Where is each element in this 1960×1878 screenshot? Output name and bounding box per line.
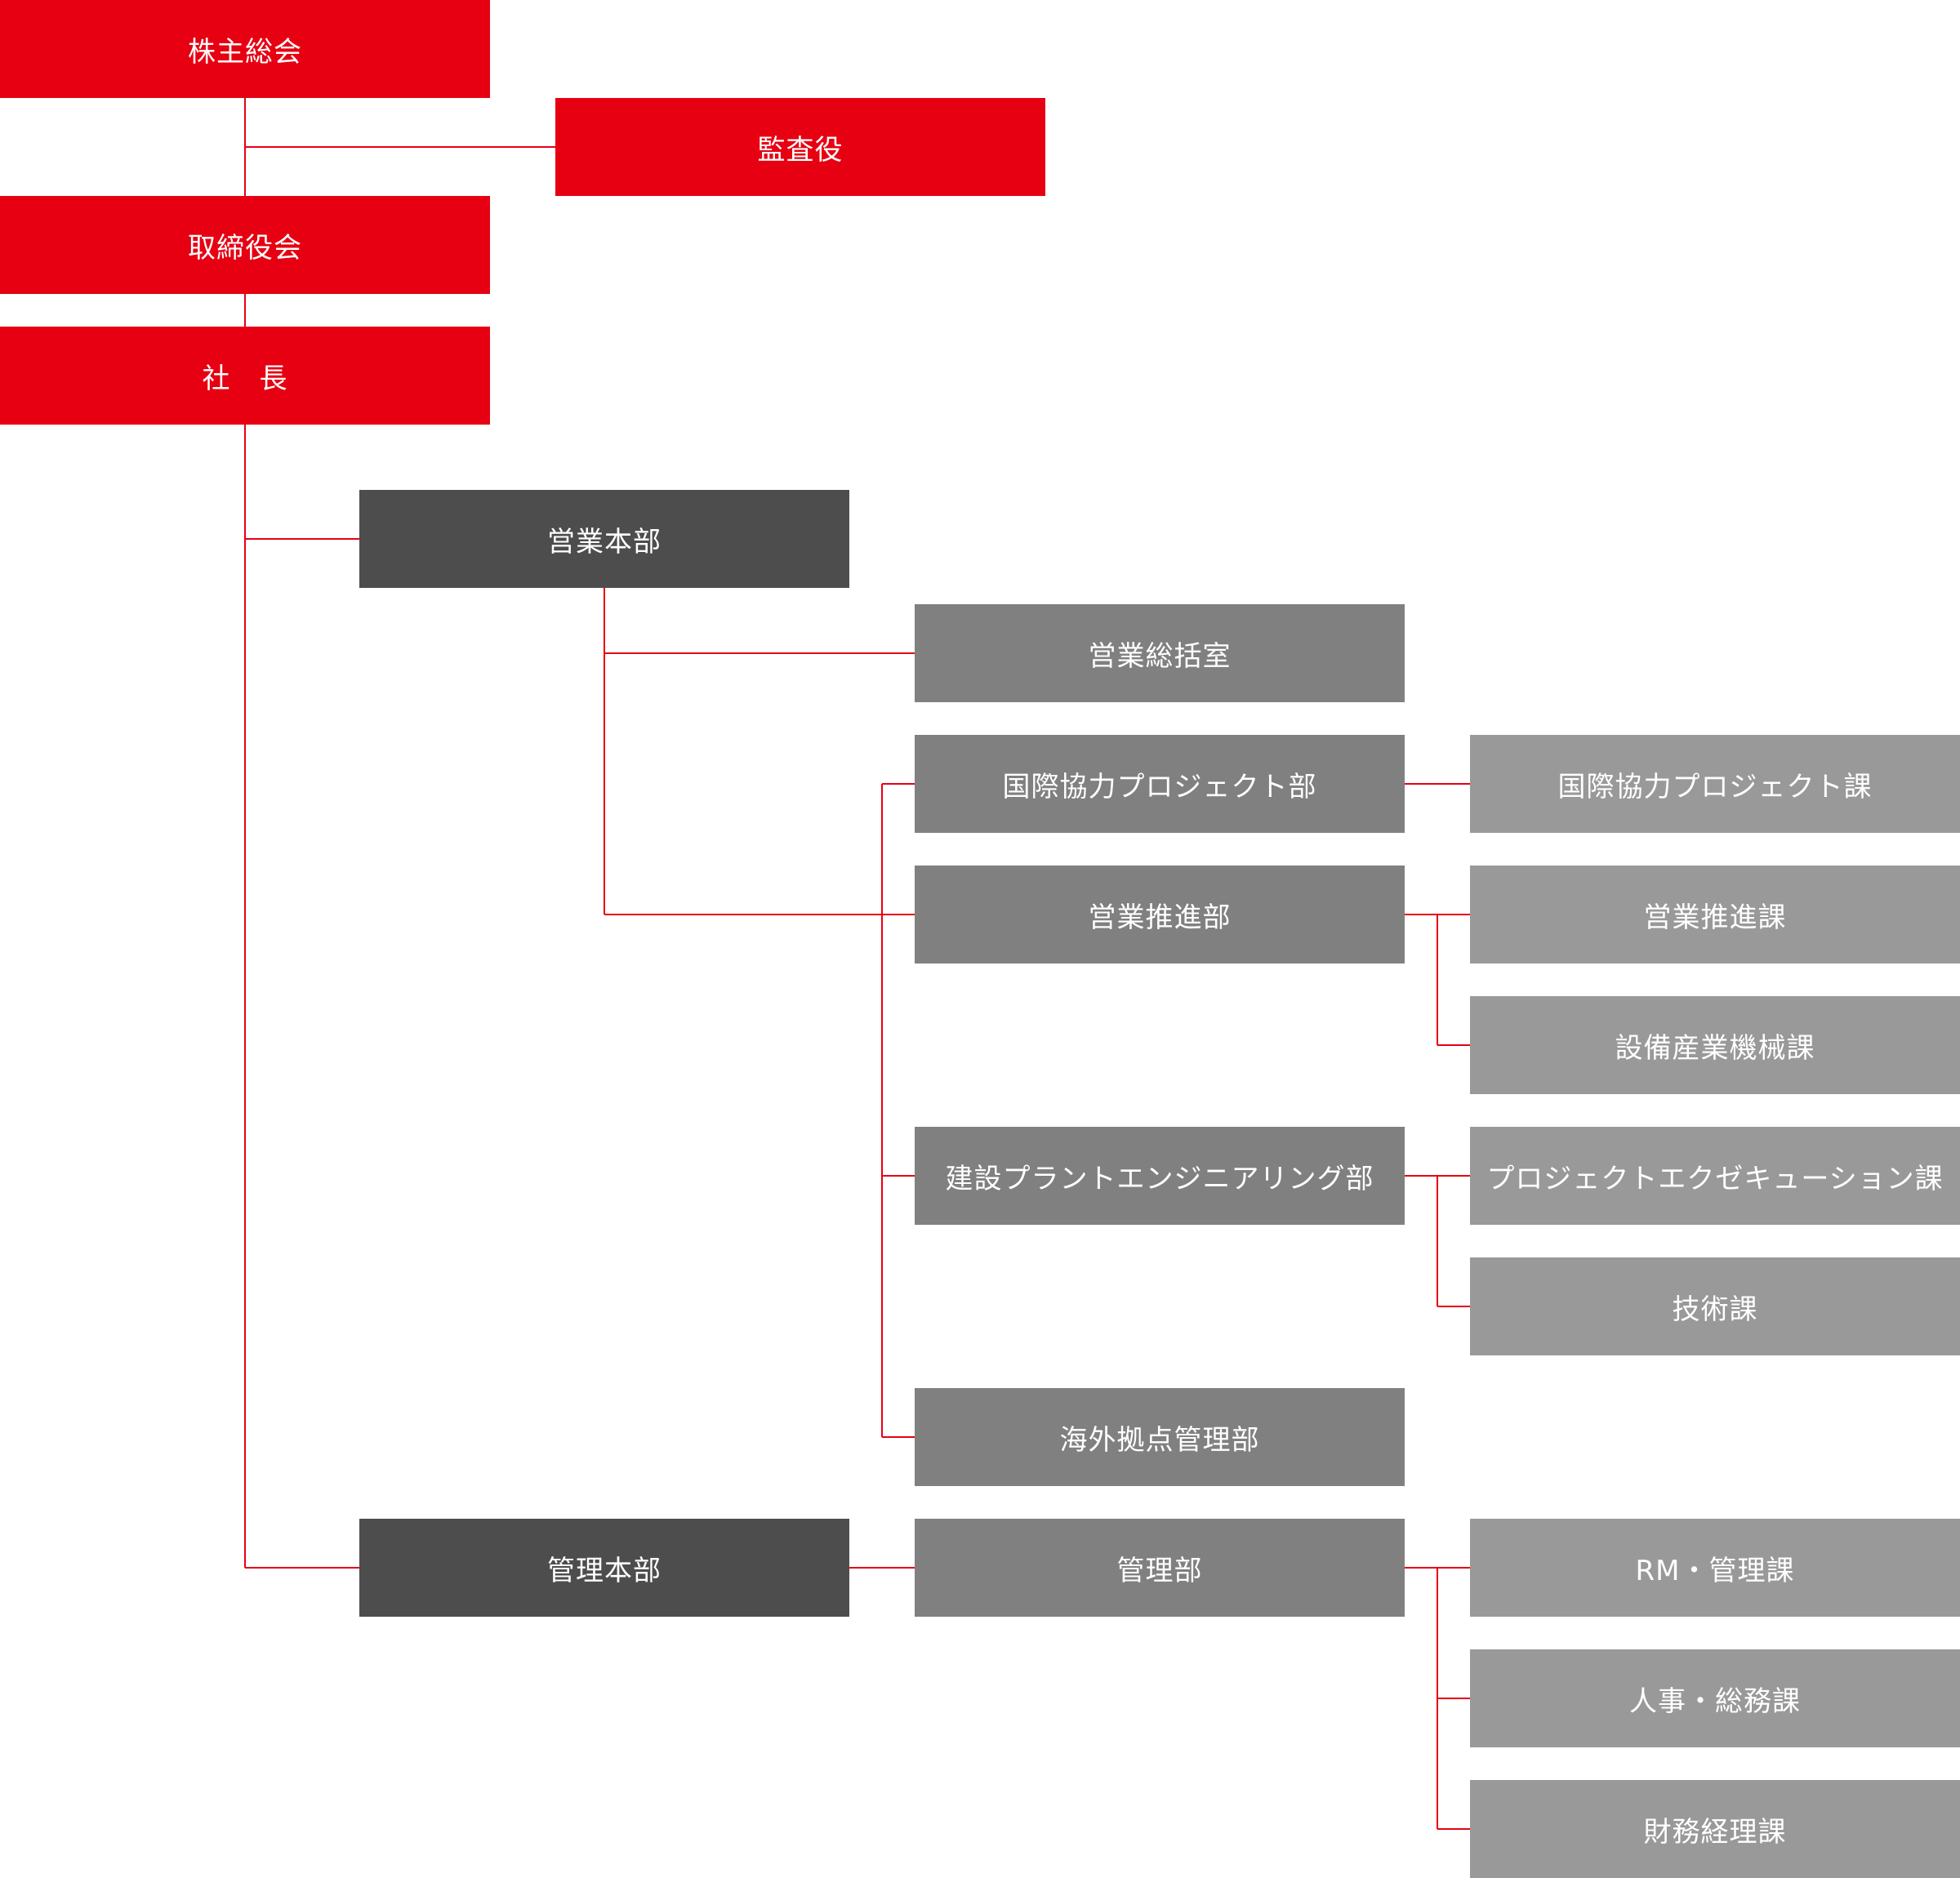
node-project-execution-section: プロジェクトエクゼキューション課	[1470, 1127, 1960, 1225]
node-plant-engineering-dept: 建設プラントエンジニアリング部	[915, 1127, 1405, 1225]
node-hr-general-affairs-section: 人事・総務課	[1470, 1649, 1960, 1747]
node-admin-headquarters: 管理本部	[359, 1519, 849, 1617]
node-sales-promotion-dept: 営業推進部	[915, 866, 1405, 963]
node-overseas-management-dept: 海外拠点管理部	[915, 1388, 1405, 1486]
node-technical-section: 技術課	[1470, 1257, 1960, 1355]
node-admin-dept: 管理部	[915, 1519, 1405, 1617]
node-auditor: 監査役	[555, 98, 1045, 196]
node-sales-headquarters: 営業本部	[359, 490, 849, 588]
node-equipment-machinery-section: 設備産業機械課	[1470, 996, 1960, 1094]
node-president: 社 長	[0, 327, 490, 425]
node-rm-management-section: RM・管理課	[1470, 1519, 1960, 1617]
node-board-of-directors: 取締役会	[0, 196, 490, 294]
node-intl-cooperation-dept: 国際協力プロジェクト部	[915, 735, 1405, 833]
node-sales-promotion-section: 営業推進課	[1470, 866, 1960, 963]
node-sales-planning-office: 営業総括室	[915, 604, 1405, 702]
node-shareholders-meeting: 株主総会	[0, 0, 490, 98]
node-finance-accounting-section: 財務経理課	[1470, 1780, 1960, 1878]
node-intl-cooperation-section: 国際協力プロジェクト課	[1470, 735, 1960, 833]
